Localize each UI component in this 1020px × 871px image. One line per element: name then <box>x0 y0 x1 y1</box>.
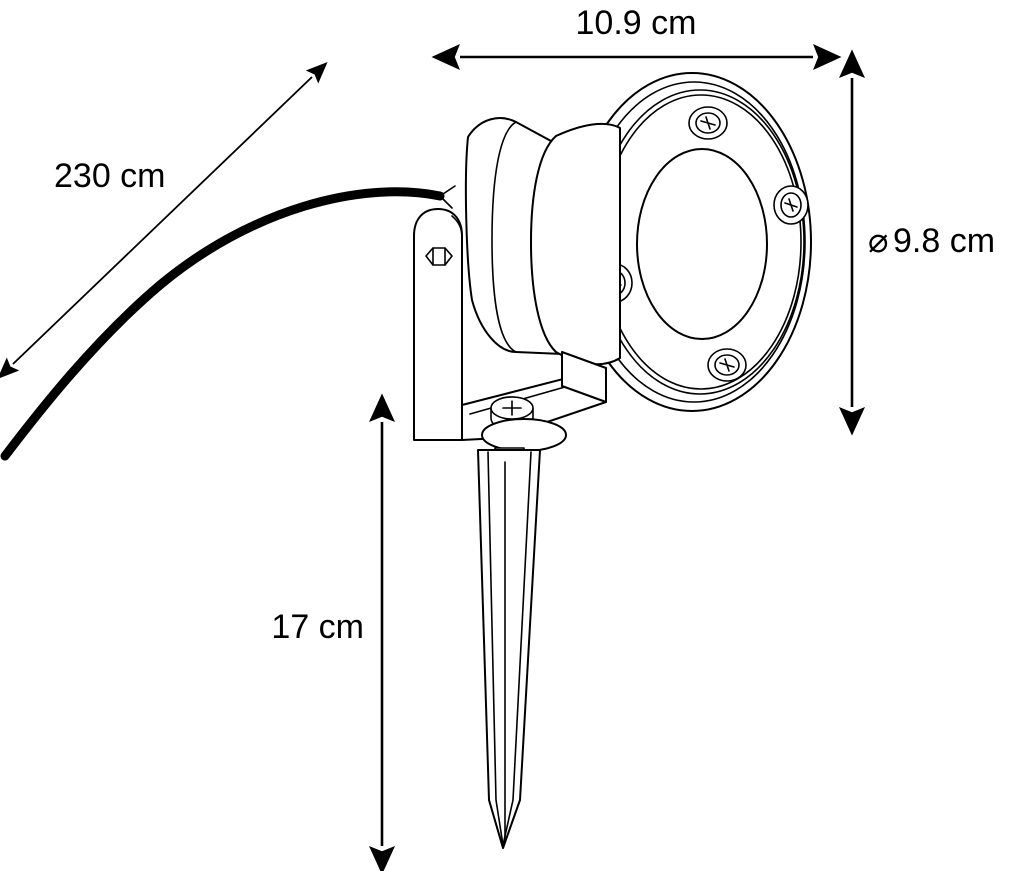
bracket-arm-left <box>413 208 463 441</box>
dimension-width-label: 10.9 cm <box>576 4 697 42</box>
bracket-hex-bolt <box>425 247 453 266</box>
bezel-screw-right <box>773 185 809 225</box>
head-glass-lens <box>636 148 768 340</box>
dimension-cable-length: 230 cm <box>0 62 328 379</box>
cable-gland <box>439 185 456 209</box>
spike-edge-right <box>502 451 532 846</box>
lamp-body-housing <box>439 117 621 366</box>
bezel-screw-bottom <box>707 348 747 382</box>
spike-collar <box>481 418 567 452</box>
bezel-screw-top <box>688 106 728 140</box>
lamp-head-assembly <box>572 72 812 412</box>
spike-blade <box>477 449 541 849</box>
dimension-diameter-label: 9.8 cm <box>893 222 995 260</box>
ground-spike <box>477 418 567 849</box>
dimension-cable-length-label: 230 cm <box>54 157 166 195</box>
spike-edge-left <box>487 451 504 846</box>
dimension-diameter-symbol: ⌀ <box>868 222 888 260</box>
dimension-diameter: ⌀ 9.8 cm <box>839 49 995 436</box>
dimension-spike-height: 17 cm <box>271 393 395 871</box>
dimension-width: 10.9 cm <box>431 4 842 70</box>
power-cable <box>0 187 445 461</box>
dimension-spike-height-label: 17 cm <box>271 608 364 646</box>
spike-tip <box>488 799 521 849</box>
body-front-shell <box>530 122 621 366</box>
body-endcap-seam <box>491 121 517 353</box>
dimension-cable-length-arrow <box>0 62 328 379</box>
bracket-arm-edge <box>451 215 463 441</box>
